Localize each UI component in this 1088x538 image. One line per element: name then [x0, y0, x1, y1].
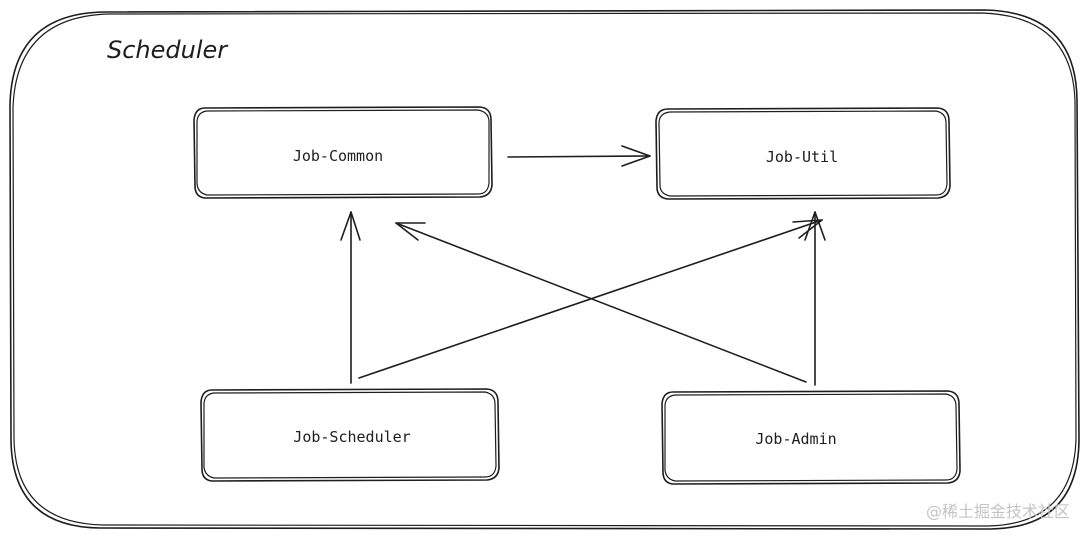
container-title: Scheduler: [107, 36, 229, 64]
node-job-scheduler: Job-Scheduler: [200, 388, 500, 482]
edge-job-scheduler-to-job-common: [340, 211, 361, 384]
node-job-admin-label: Job-Admin: [755, 430, 836, 448]
node-job-util-label: Job-Util: [766, 148, 838, 166]
edge-job-admin-to-job-util: [804, 211, 826, 386]
watermark-text: @稀土掘金技术社区: [926, 502, 1070, 521]
node-job-common: Job-Common: [193, 106, 493, 199]
node-job-util: Job-Util: [655, 107, 951, 200]
scheduler-container: [9, 9, 1080, 530]
node-job-scheduler-label: Job-Scheduler: [293, 428, 410, 446]
edge-job-admin-to-job-common: [395, 222, 807, 383]
edge-job-common-to-job-util: [507, 145, 651, 167]
node-job-admin: Job-Admin: [661, 390, 961, 485]
node-job-common-label: Job-Common: [293, 147, 383, 165]
